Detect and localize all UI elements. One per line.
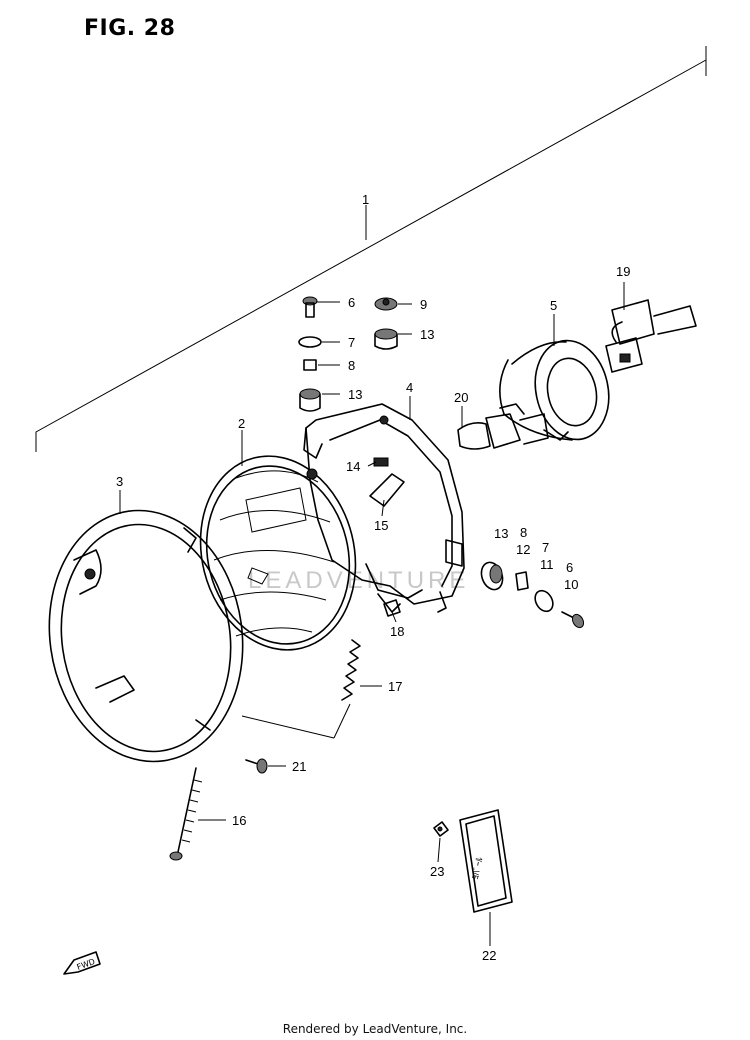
figure-title: FIG. 28 [84,16,176,41]
headlamp-rim[interactable] [33,498,258,774]
callout-13-left: 13 [348,387,362,402]
washer-7-top[interactable] [298,336,322,348]
callout-6-right: 6 [566,560,573,575]
leader-lines [119,282,625,946]
screw-10[interactable] [561,611,586,630]
callout-17: 17 [388,679,402,694]
callout-22: 22 [482,948,496,963]
adjust-screw-16[interactable] [169,767,203,861]
watermark: LEADVENTURE [248,567,469,594]
assembly-bracket-line [35,46,707,452]
socket-cover[interactable] [499,334,618,447]
headlamp-bulb[interactable] [457,403,569,450]
callout-7-top: 7 [348,335,355,350]
adjuster-bracket-15[interactable] [369,473,405,507]
callout-23: 23 [430,864,444,879]
clip-14[interactable] [373,457,389,467]
callout-21: 21 [292,759,306,774]
reflector-22[interactable]: ﾖﾊﾞｰﾙ [459,809,513,913]
callout-6-top: 6 [348,295,355,310]
callout-15: 15 [374,518,388,533]
grommet-13-right[interactable] [478,559,506,592]
clip-nut-23[interactable] [433,821,449,837]
collar-12[interactable] [515,571,529,591]
callout-13-top: 13 [420,327,434,342]
reflector-label: ﾖﾊﾞｰﾙ [470,856,486,881]
callout-4: 4 [406,380,413,395]
callout-1: 1 [362,192,369,207]
callout-12: 12 [516,542,530,557]
headlamp-lens-unit[interactable] [181,440,376,667]
bulb-connector[interactable] [605,299,697,373]
callout-numbers: 1 2 3 4 5 6 7 8 9 13 13 14 15 19 20 13 8… [116,192,630,963]
callout-16: 16 [232,813,246,828]
nut-9[interactable] [374,297,398,311]
footer-credit: Rendered by LeadVenture, Inc. [282,1022,468,1036]
spring-17[interactable] [341,639,361,701]
callout-7-right: 7 [542,540,549,555]
collar-8-top[interactable] [303,359,317,371]
grommet-13-left[interactable] [299,388,321,412]
callout-2: 2 [238,416,245,431]
fwd-arrow-icon: FWD [63,951,101,975]
callout-8-right: 8 [520,525,527,540]
callout-3: 3 [116,474,123,489]
callout-11: 11 [540,557,554,572]
callout-5: 5 [550,298,557,313]
callout-8-top: 8 [348,358,355,373]
grommet-13-top[interactable] [374,328,398,350]
washer-11[interactable] [532,587,557,614]
callout-10: 10 [564,577,578,592]
nut-18[interactable] [383,599,401,617]
screw-21[interactable] [245,758,268,774]
callout-13-right: 13 [494,526,508,541]
callout-20: 20 [454,390,468,405]
callout-14: 14 [346,459,360,474]
callout-18: 18 [390,624,404,639]
screw-6-top[interactable] [302,296,318,318]
callout-19: 19 [616,264,630,279]
callout-9: 9 [420,297,427,312]
